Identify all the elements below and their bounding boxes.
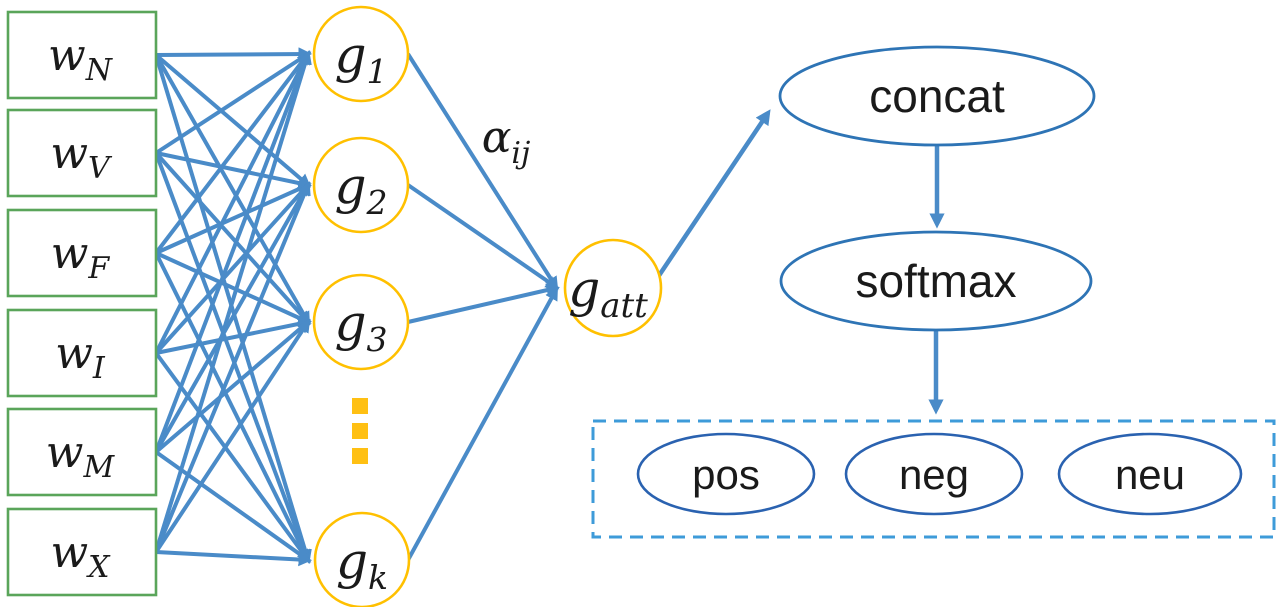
input-box-wV: wV (6, 108, 158, 198)
ellipsis-dot (352, 423, 368, 439)
gate-node-gk: gk (313, 511, 411, 607)
input-box-wX: wX (6, 507, 158, 597)
output-node-neg: neg (844, 432, 1024, 516)
pipeline-arrows (654, 109, 945, 415)
input-label-wX: wX (50, 527, 111, 585)
concat-node: concat (778, 45, 1096, 147)
concat-label: concat (869, 70, 1005, 122)
input-label-wF: wF (51, 228, 111, 286)
softmax-node: softmax (779, 230, 1093, 332)
input-layer: wN wV wF wI wM wX (6, 10, 158, 597)
gate-label-gk: gk (336, 532, 388, 597)
gate-node-g3: g3 (312, 273, 410, 371)
attention-to-concat-arrow (654, 109, 771, 282)
output-node-neu: neu (1057, 432, 1243, 516)
gate-attention-edges (406, 52, 560, 561)
input-box-wM: wM (6, 407, 158, 497)
gate-label-g2: g2 (334, 157, 387, 222)
input-gate-edges (154, 47, 313, 567)
gate-label-g1: g1 (334, 26, 387, 91)
edge-weight-label-alpha-ij: αij (482, 112, 531, 171)
attention-node-gatt: gatt (563, 238, 663, 338)
ellipsis-dot (352, 398, 368, 414)
ellipsis-dot (352, 448, 368, 464)
output-node-pos: pos (636, 432, 816, 516)
gate-node-g1: g1 (312, 5, 410, 103)
input-label-wM: wM (46, 427, 116, 485)
input-label-wI: wI (55, 328, 106, 386)
softmax-label: softmax (855, 255, 1016, 307)
gate-layer: g1 g2 g3 gk (312, 5, 411, 607)
gate-ellipsis-dots (352, 398, 368, 464)
gate-label-g3: g3 (334, 294, 387, 359)
output-dashed-box (591, 419, 1276, 539)
attention-label-gatt: gatt (568, 260, 648, 326)
input-box-wF: wF (6, 208, 158, 298)
output-container: pos neg neu (591, 419, 1276, 539)
output-label-neg: neg (899, 451, 969, 498)
output-label-pos: pos (692, 451, 760, 498)
input-label-wV: wV (50, 128, 113, 186)
gate-node-g2: g2 (312, 136, 410, 234)
input-box-wI: wI (6, 308, 158, 398)
output-label-neu: neu (1115, 451, 1185, 498)
input-label-wN: wN (48, 30, 114, 88)
input-box-wN: wN (6, 10, 158, 100)
